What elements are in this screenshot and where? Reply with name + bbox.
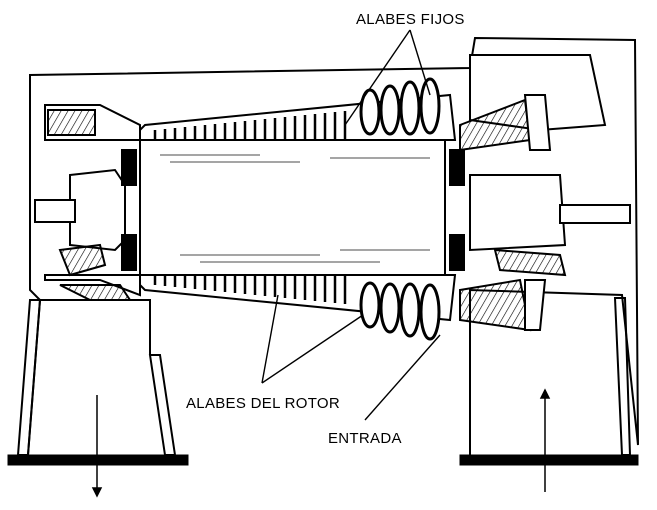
label-inlet: ENTRADA xyxy=(328,430,402,447)
right-exhaust xyxy=(459,54,607,332)
leader-rotor-1 xyxy=(261,294,279,384)
upper-blades xyxy=(127,77,457,141)
leader-fixed-1 xyxy=(344,29,411,126)
lower-blades xyxy=(127,274,457,341)
outer-casing xyxy=(27,36,639,456)
label-rotor-blades: ALABES DEL ROTOR xyxy=(186,395,340,412)
rotor-drum xyxy=(139,139,446,276)
left-bearing xyxy=(34,149,137,277)
base-feet xyxy=(7,297,639,466)
leader-lines xyxy=(261,29,441,421)
left-nozzle xyxy=(44,104,141,301)
inlet-arrowhead xyxy=(539,388,551,399)
right-bearing xyxy=(449,149,631,277)
flow-arrows xyxy=(91,388,551,498)
leader-fixed-2 xyxy=(409,29,431,96)
leader-inlet xyxy=(364,334,441,421)
label-fixed-blades: ALABES FIJOS xyxy=(356,11,465,28)
outlet-arrowhead xyxy=(91,487,103,498)
leader-rotor-2 xyxy=(261,314,364,384)
